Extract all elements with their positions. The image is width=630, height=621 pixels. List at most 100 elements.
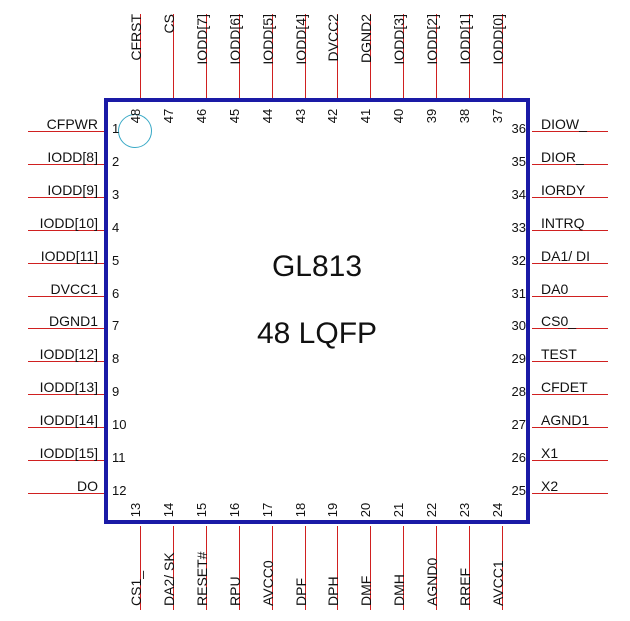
pin-name-right: TEST: [541, 346, 577, 363]
pin-name-top: IODD[6]: [226, 14, 243, 65]
pin-lead-bottom: [238, 526, 240, 610]
pin-number-left: 8: [112, 351, 120, 367]
pin-lead-right: [532, 196, 608, 198]
pin-number-left: 12: [112, 482, 127, 498]
pin-lead-top: [238, 14, 240, 98]
pin-number-top: 45: [226, 108, 242, 124]
pin-lead-left: [28, 131, 104, 132]
pin-lead-top: [403, 14, 405, 98]
pin-name-left: DVCC1: [50, 280, 98, 297]
pin-lead-left: [28, 163, 104, 165]
pin-lead-left: [28, 196, 104, 198]
pin-lead-right: [532, 328, 608, 330]
pin-number-left: 3: [112, 186, 120, 202]
chip-body: [104, 98, 530, 524]
pin-number-bottom: 24: [489, 502, 505, 518]
pin-lead-left: [28, 492, 104, 494]
pin-name-bottom: RPU: [226, 576, 243, 606]
pin-name-top: CS: [160, 14, 177, 34]
pin-lead-left: [28, 229, 104, 231]
pin-number-left: 9: [112, 384, 120, 400]
pin-name-right: X1: [541, 445, 559, 461]
pin-number-top: 42: [325, 108, 341, 124]
pin-lead-top: [205, 14, 207, 98]
pin-name-left: CFPWR: [46, 116, 98, 132]
pin-name-left: DGND1: [48, 313, 98, 330]
pin-lead-bottom: [469, 526, 470, 610]
pin-number-bottom: 13: [128, 502, 143, 518]
pin-number-right: 32: [511, 252, 526, 268]
pin-lead-bottom: [140, 526, 141, 610]
pin-name-left: IODD[10]: [39, 214, 98, 231]
pin-number-right: 34: [511, 186, 526, 202]
pin-name-right: AGND1: [541, 412, 590, 429]
pin-number-top: 38: [457, 108, 472, 124]
pin-name-right: INTRQ: [541, 214, 585, 231]
pin-lead-left: [28, 262, 104, 264]
pin-lead-right: [532, 295, 608, 297]
pin-number-bottom: 23: [457, 502, 472, 518]
pin-name-top: IODD[7]: [193, 14, 210, 65]
pin-lead-left: [28, 328, 104, 330]
pin-lead-top: [172, 14, 174, 98]
pin-lead-left: [28, 394, 104, 396]
pin-name-bottom: DPF: [292, 578, 309, 606]
pin1-marker: [118, 114, 152, 148]
pin-lead-right: [532, 427, 608, 429]
pin-number-top: 47: [160, 108, 176, 124]
pin-name-bottom: DPH: [325, 576, 342, 606]
pin-number-left: 7: [112, 318, 120, 334]
pin-number-bottom: 19: [325, 502, 341, 518]
pin-number-right: 29: [511, 351, 526, 367]
pin-number-right: 26: [511, 450, 526, 465]
pin-lead-bottom: [304, 526, 306, 610]
pin-number-left: 1: [112, 121, 120, 136]
pin-number-top: 40: [391, 108, 407, 124]
pin-name-left: IODD[11]: [40, 247, 98, 264]
pin-name-top: IODD[3]: [391, 14, 408, 65]
pin-name-bottom: CS1_: [128, 570, 144, 606]
pin-name-left: IODD[15]: [39, 445, 98, 461]
pin-name-top: IODD[0]: [489, 14, 506, 65]
pin-name-top: IODD[4]: [292, 14, 309, 65]
pin-lead-bottom: [271, 526, 273, 610]
pin-number-bottom: 22: [424, 502, 440, 518]
pin-name-top: CFRST: [128, 14, 144, 61]
pin-name-left: IODD[12]: [39, 346, 98, 363]
pin-number-right: 27: [511, 417, 526, 433]
pin-lead-right: [532, 163, 608, 165]
pin-name-top: DGND2: [358, 14, 375, 64]
pin-number-top: 41: [358, 108, 374, 124]
pin-number-top: 39: [424, 108, 440, 124]
pin-number-bottom: 16: [226, 502, 242, 518]
pin-number-right: 30: [511, 318, 526, 334]
pin-number-top: 43: [292, 108, 308, 124]
pin-number-bottom: 15: [193, 502, 209, 518]
pin-name-bottom: RREF: [457, 567, 473, 606]
pin-lead-top: [469, 14, 470, 98]
pin-lead-bottom: [370, 526, 372, 610]
pin-name-right: DA0: [541, 280, 569, 297]
pin-lead-bottom: [436, 526, 438, 610]
pin-lead-top: [370, 14, 372, 98]
pin-lead-right: [532, 262, 608, 264]
pin-lead-left: [28, 460, 104, 461]
pin-name-right: DIOR_: [541, 148, 584, 165]
pin-number-left: 6: [112, 285, 120, 301]
package-type: 48 LQFP: [256, 317, 378, 350]
pin-name-right: CFDET: [541, 379, 588, 396]
pin-name-top: DVCC2: [325, 14, 342, 62]
pin-number-left: 2: [112, 153, 120, 169]
pin-name-left: IODD[14]: [39, 412, 98, 429]
pin-name-bottom: DA2/ SK: [160, 552, 177, 606]
pin-number-bottom: 21: [391, 502, 407, 518]
pin-name-right: DIOW_: [541, 116, 587, 132]
pin-lead-bottom: [172, 526, 174, 610]
pin-name-bottom: AVCC1: [489, 560, 506, 606]
pin-number-top: 37: [489, 108, 505, 124]
pin-lead-top: [140, 14, 141, 98]
pin-name-bottom: AVCC0: [259, 560, 276, 606]
pin-number-left: 10: [112, 417, 127, 433]
pin-number-right: 25: [511, 482, 526, 498]
